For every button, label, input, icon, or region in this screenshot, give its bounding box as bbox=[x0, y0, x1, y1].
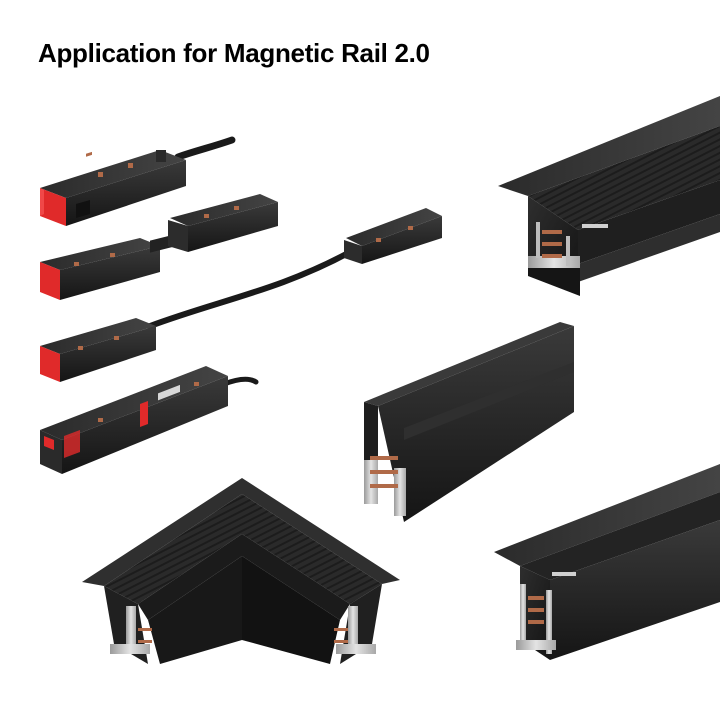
trimless-rail-icon bbox=[494, 464, 720, 660]
page-title: Application for Magnetic Rail 2.0 bbox=[38, 38, 430, 68]
end-feed-connector-icon bbox=[40, 136, 236, 226]
power-feed-connector-icon bbox=[40, 366, 259, 474]
straight-connector-icon bbox=[40, 194, 278, 300]
flexible-connector-icon bbox=[40, 208, 442, 382]
recessed-rail-icon bbox=[498, 96, 720, 296]
corner-rail-icon bbox=[82, 478, 400, 664]
surface-rail-icon bbox=[364, 322, 574, 522]
